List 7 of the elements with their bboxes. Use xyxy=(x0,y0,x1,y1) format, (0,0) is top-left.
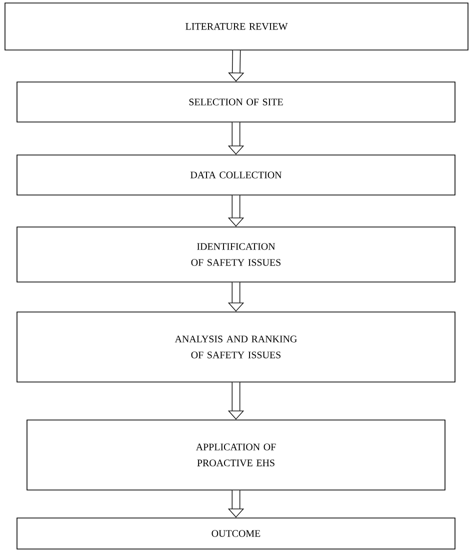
process-box: SELECTION OF SITE xyxy=(16,82,456,122)
process-box: ANALYSIS AND RANKING OF SAFETY ISSUES xyxy=(16,312,456,382)
process-box: OUTCOME xyxy=(16,518,456,550)
process-box: DATA COLLECTION xyxy=(16,154,456,196)
process-box: LITERATURE REVIEW xyxy=(4,2,468,50)
process-box: IDENTIFICATION OF SAFETY ISSUES xyxy=(16,226,456,282)
process-box: APPLICATION OF PROACTIVE EHS xyxy=(26,420,446,490)
